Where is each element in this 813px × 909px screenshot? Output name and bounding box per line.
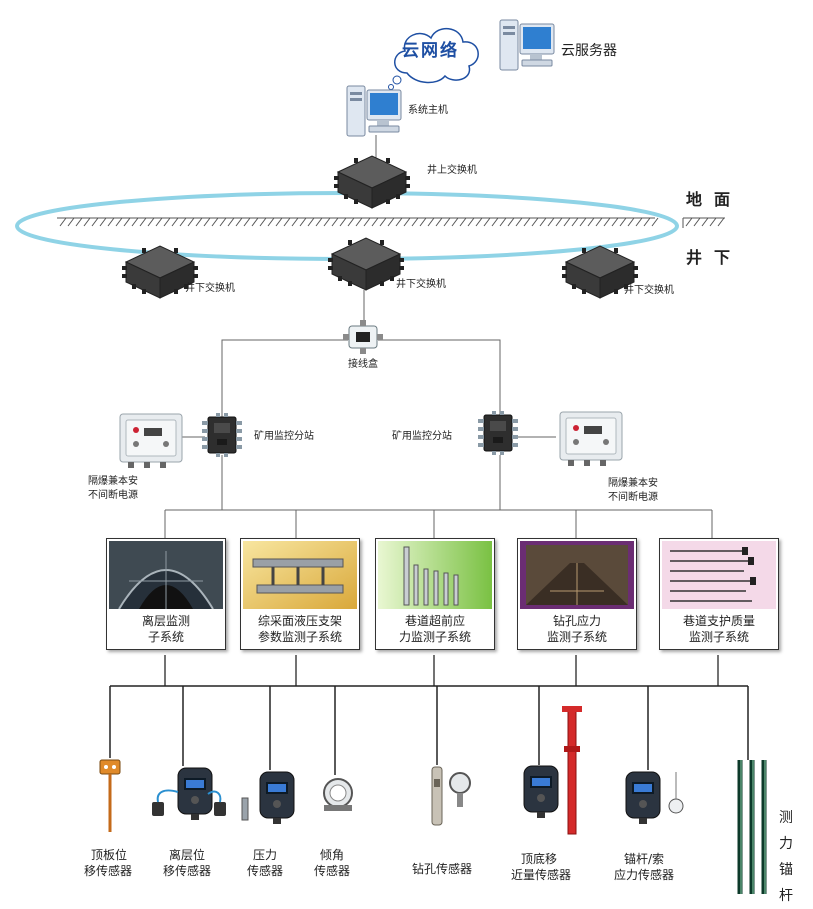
underground-switch-label: 井下交换机	[624, 285, 674, 296]
tunnel-photo-icon	[109, 541, 223, 609]
power-supply-right-icon	[559, 411, 623, 467]
surface-switch-icon	[334, 155, 410, 209]
surface-switch-label: 井上交换机	[427, 165, 477, 176]
substation-right-label: 矿用监控分站	[392, 431, 452, 442]
stress-sensor-photo-icon	[378, 541, 492, 609]
subsystem-card-line1: 离层监测	[141, 614, 190, 628]
junction-box-icon	[343, 320, 383, 354]
power-supply-right-line1: 隔爆兼本安	[608, 478, 658, 489]
power-supply-left-line2: 不间断电源	[88, 490, 138, 501]
subsystem-card-line2: 监测子系统	[688, 630, 749, 644]
subsystem-card-separation: 离层监测 子系统	[106, 538, 226, 650]
anchor-rod-char: 杆	[779, 888, 793, 904]
sensor-label-line1: 离层位	[168, 848, 205, 862]
host-label: 系统主机	[408, 105, 448, 116]
force-anchor-rod-icon	[737, 760, 767, 894]
subsystem-card-line2: 参数监测子系统	[257, 630, 342, 644]
separation-sensor-icon	[152, 767, 226, 821]
anchor-rod-char: 锚	[779, 862, 793, 878]
borehole-photo-icon	[520, 541, 634, 609]
sensor-label-line2: 传感器	[313, 864, 350, 878]
junction-box-label: 接线盒	[348, 359, 378, 370]
subsystem-card-line1: 巷道超前应	[404, 614, 465, 628]
sensor-label-line2: 应力传感器	[613, 868, 674, 882]
anchor-stress-sensor-icon	[625, 771, 684, 825]
subsystem-card-line2: 子系统	[147, 630, 184, 644]
sensor-label-line1: 钻孔传感器	[411, 862, 472, 876]
underground-switch-label: 井下交换机	[396, 279, 446, 290]
sensor-label-line1: 锚杆/索	[623, 852, 665, 866]
cloud-server-label: 云服务器	[561, 43, 617, 59]
convergence-sensor-monitor-icon	[523, 765, 559, 819]
roof-displacement-sensor-icon	[99, 759, 121, 832]
anchor-rod-char: 力	[779, 836, 793, 852]
sensor-label-line1: 倾角	[319, 848, 344, 862]
subsystem-card-borehole-stress: 钻孔应力 监测子系统	[517, 538, 637, 650]
convergence-sensor-pole-icon	[562, 706, 582, 835]
pressure-sensor-icon	[241, 771, 295, 825]
subsystem-card-line1: 综采面液压支架	[257, 614, 342, 628]
borehole-sensor-icon	[431, 766, 471, 826]
sensor-label-line2: 移传感器	[83, 864, 132, 878]
server-computer-icon	[499, 19, 555, 71]
sensor-label-line1: 压力	[252, 848, 277, 862]
sensor-label-line2: 近量传感器	[510, 868, 571, 882]
subsystem-card-hydraulic-support: 综采面液压支架 参数监测子系统	[240, 538, 360, 650]
substation-left-label: 矿用监控分站	[254, 431, 314, 442]
cloud-label: 云网络	[402, 41, 459, 61]
anchor-bolt-photo-icon	[662, 541, 776, 609]
sensor-label-line1: 顶板位	[90, 848, 127, 862]
power-supply-left-line1: 隔爆兼本安	[88, 476, 138, 487]
anchor-rod-label: 测 力 锚 杆	[778, 805, 794, 909]
subsystem-card-line1: 巷道支护质量	[682, 614, 755, 628]
subsystem-card-line2: 力监测子系统	[398, 630, 471, 644]
subsystem-card-line1: 钻孔应力	[552, 614, 601, 628]
anchor-rod-char: 测	[779, 810, 793, 826]
subsystem-card-line2: 监测子系统	[546, 630, 607, 644]
ground-line	[57, 217, 725, 228]
zone-underground-label: 井下	[686, 248, 743, 267]
substation-right-icon	[478, 411, 518, 455]
sensor-label-line2: 传感器	[246, 864, 283, 878]
sensor-label-line1: 顶底移	[520, 852, 557, 866]
underground-switch-label: 井下交换机	[185, 283, 235, 294]
tilt-sensor-icon	[323, 778, 353, 811]
power-supply-left-icon	[119, 413, 183, 469]
subsystem-card-support-quality: 巷道支护质量 监测子系统	[659, 538, 779, 650]
host-computer-icon	[346, 85, 402, 137]
hydraulic-support-photo-icon	[243, 541, 357, 609]
subsystem-card-advance-stress: 巷道超前应 力监测子系统	[375, 538, 495, 650]
substation-left-icon	[202, 413, 242, 457]
sensor-label-line2: 移传感器	[162, 864, 211, 878]
power-supply-right-line2: 不间断电源	[608, 492, 658, 503]
zone-surface-label: 地面	[686, 190, 743, 209]
underground-switch-icon	[328, 237, 404, 291]
cloud-icon	[388, 28, 479, 90]
